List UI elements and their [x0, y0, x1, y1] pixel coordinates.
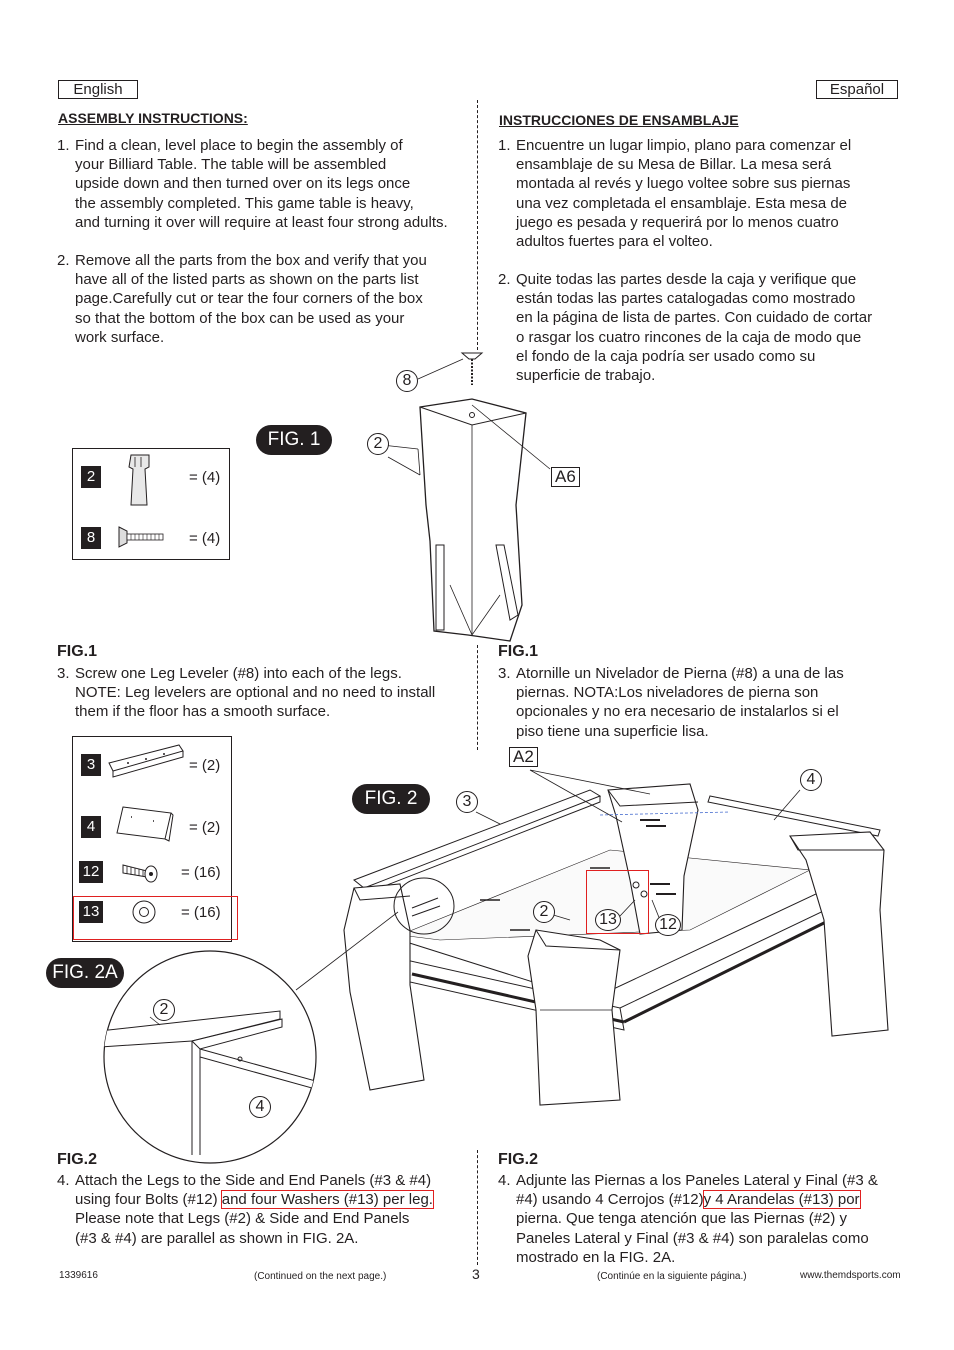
- step-number: 2.: [57, 252, 70, 269]
- part-qty-12: = (16): [181, 864, 221, 881]
- step-text: Encuentre un lugar limpio, plano para co…: [516, 137, 852, 251]
- spanish-step-4: 4. Adjunte las Piernas a los Paneles Lat…: [498, 1171, 918, 1267]
- english-step-3: 3. Screw one Leg Leveler (#8) into each …: [57, 664, 477, 722]
- step-text: Quite todas las partes desde la caja y v…: [516, 271, 873, 385]
- washer-icon: [132, 900, 156, 924]
- callout-2: 2: [153, 999, 175, 1021]
- step-number: 3.: [57, 665, 70, 682]
- fig2-parts-box: 3 = (2) 4 = (2) 12 = (16) 13 = (16): [72, 736, 232, 942]
- step-number: 2.: [498, 271, 511, 288]
- english-label: English: [58, 80, 138, 99]
- callout-4: 4: [249, 1096, 271, 1118]
- spanish-heading: INSTRUCCIONES DE ENSAMBLAJE: [499, 112, 739, 128]
- side-panel-icon: [108, 744, 184, 778]
- fig1-label: FIG. 1: [256, 425, 332, 455]
- continued-english: (Continued on the next page.): [254, 1271, 387, 1282]
- english-step-2: 2. Remove all the parts from the box and…: [57, 251, 477, 347]
- washer-highlight-box: [73, 896, 238, 940]
- step-text: Attach the Legs to the Side and End Pane…: [75, 1171, 477, 1248]
- callout-3: 3: [456, 791, 478, 813]
- part-number-13: 13: [79, 901, 103, 923]
- english-step-4: 4. Attach the Legs to the Side and End P…: [57, 1171, 477, 1248]
- fig2-label: FIG. 2: [352, 784, 430, 814]
- step-number: 4.: [57, 1172, 70, 1189]
- step-text-part: Attach the Legs to the Side and End Pane…: [75, 1172, 432, 1209]
- step-number: 4.: [498, 1172, 511, 1189]
- part-qty-4: = (2): [189, 819, 221, 836]
- step-number: 1.: [57, 137, 70, 154]
- part-number-3: 3: [81, 754, 101, 776]
- step-number: 1.: [498, 137, 511, 154]
- english-fig1-heading: FIG.1: [57, 643, 98, 660]
- assembly-tag-a6: A6: [551, 467, 580, 487]
- spanish-step-1: 1. Encuentre un lugar limpio, plano para…: [498, 136, 908, 251]
- column-divider-top: [477, 100, 478, 350]
- part-qty-8: = (4): [189, 530, 221, 547]
- english-step-1: 1. Find a clean, level place to begin th…: [57, 136, 477, 232]
- part-number-12: 12: [79, 861, 103, 883]
- column-divider-bottom: [477, 1150, 478, 1265]
- callout-8: 8: [396, 370, 418, 392]
- column-divider-middle: [477, 645, 478, 750]
- callout-2: 2: [533, 901, 555, 923]
- part-number-8: 8: [81, 527, 101, 549]
- continued-spanish: (Continúe en la siguiente página.): [597, 1271, 747, 1282]
- washer-detail-highlight: [586, 870, 649, 934]
- part-number-4: 4: [81, 816, 101, 838]
- step-text: Screw one Leg Leveler (#8) into each of …: [75, 665, 436, 721]
- english-fig2-heading: FIG.2: [57, 1151, 98, 1168]
- step-text-part: Adjunte las Piernas a los Paneles Latera…: [516, 1172, 878, 1209]
- part-number-2: 2: [81, 466, 101, 488]
- spanish-fig1-heading: FIG.1: [498, 643, 539, 660]
- step-text: Remove all the parts from the box and ve…: [75, 252, 427, 346]
- spanish-step-3: 3. Atornille un Nivelador de Pierna (#8)…: [498, 664, 908, 741]
- fig2a-label: FIG. 2A: [46, 958, 124, 988]
- fig1-parts-box: 2 = (4) 8 = (4): [72, 448, 230, 560]
- callout-2: 2: [367, 433, 389, 455]
- part-qty-13: = (16): [181, 904, 221, 921]
- spanish-label: Español: [816, 80, 898, 99]
- step-text: Atornille un Nivelador de Pierna (#8) a …: [516, 665, 844, 740]
- end-panel-icon: [116, 806, 174, 842]
- part-qty-3: = (2): [189, 757, 221, 774]
- step-text-part: Please note that Legs (#2) & Side and En…: [75, 1210, 410, 1247]
- fig1-leg-diagram: [381, 352, 551, 642]
- callout-4: 4: [800, 769, 822, 791]
- highlighted-arandelas-text: y 4 Arandelas (#13) por: [702, 1190, 861, 1210]
- assembly-tag-a2: A2: [509, 747, 538, 767]
- leg-part-icon: [128, 454, 150, 506]
- website-link[interactable]: www.themdsports.com: [800, 1270, 901, 1281]
- spanish-step-2: 2. Quite todas las partes desde la caja …: [498, 270, 908, 385]
- spanish-fig2-heading: FIG.2: [498, 1151, 539, 1168]
- highlighted-washers-text: and four Washers (#13) per leg.: [220, 1190, 434, 1210]
- fig2a-detail-circle: [103, 950, 317, 1164]
- english-heading: ASSEMBLY INSTRUCTIONS:: [58, 110, 248, 126]
- step-text: Find a clean, level place to begin the a…: [75, 137, 448, 231]
- page-number: 3: [472, 1266, 480, 1282]
- fig2-table-diagram: [295, 769, 889, 1106]
- leg-leveler-icon: [118, 526, 164, 548]
- bolt-icon: [122, 864, 158, 883]
- callout-12: 12: [655, 914, 681, 936]
- part-qty-2: = (4): [189, 469, 221, 486]
- step-number: 3.: [498, 665, 511, 682]
- part-number-footer: 1339616: [59, 1270, 98, 1281]
- callout-13: 13: [595, 909, 621, 931]
- step-text-part: pierna. Que tenga atención que las Piern…: [516, 1210, 869, 1266]
- step-text: Adjunte las Piernas a los Paneles Latera…: [516, 1171, 918, 1267]
